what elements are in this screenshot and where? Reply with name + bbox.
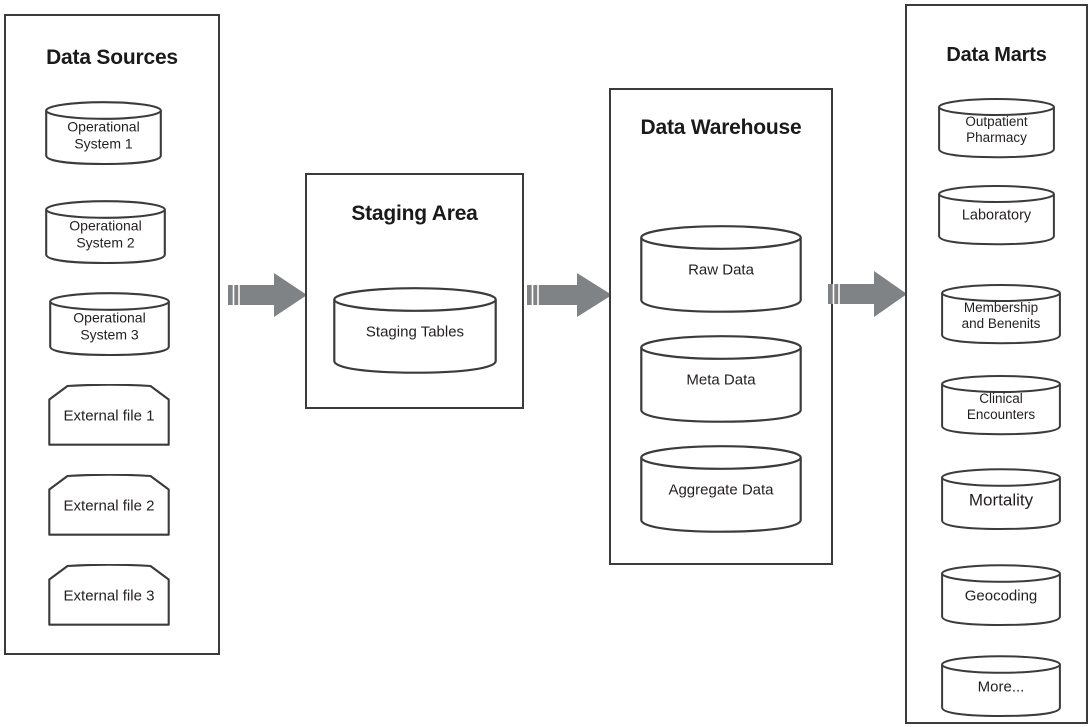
db-label: Meta Data (686, 371, 756, 389)
cylinder-icon (45, 200, 166, 265)
db-label: Membership and Benenits (961, 300, 1041, 332)
db-label: Operational System 2 (69, 217, 142, 251)
db-label: Mortality (968, 490, 1034, 510)
cylinder-icon (640, 225, 802, 313)
cylinder-icon (333, 287, 497, 374)
cylinder-icon (938, 98, 1055, 159)
db-label: Raw Data (688, 261, 754, 279)
staging-area-title: Staging Area (351, 202, 478, 225)
db-clinical-encounters[interactable]: Clinical Encounters (940, 374, 1062, 436)
db-label: Outpatient Pharmacy (965, 114, 1028, 146)
document-icon (48, 564, 170, 626)
document-icon (48, 384, 170, 446)
cylinder-icon (938, 185, 1055, 246)
file-label: External file 3 (63, 587, 155, 605)
db-more[interactable]: More... (940, 654, 1062, 718)
cylinder-icon (941, 655, 1061, 717)
data-warehouse-title: Data Warehouse (640, 116, 802, 139)
db-staging-tables[interactable]: Staging Tables (332, 286, 498, 375)
cylinder-icon (640, 445, 802, 533)
db-geocoding[interactable]: Geocoding (940, 563, 1062, 627)
data-sources-title: Data Sources (46, 46, 178, 69)
db-label: Laboratory (961, 207, 1032, 224)
cylinder-icon (45, 101, 162, 166)
db-operational-system-3[interactable]: Operational System 3 (48, 291, 171, 357)
arrow-sources-to-staging (228, 271, 308, 319)
file-external-file-2[interactable]: External file 2 (48, 474, 170, 536)
cylinder-icon (49, 292, 170, 357)
db-label: Operational System 3 (73, 309, 146, 343)
db-operational-system-2[interactable]: Operational System 2 (44, 199, 167, 265)
db-outpatient-pharmacy[interactable]: Outpatient Pharmacy (937, 97, 1056, 159)
db-operational-system-1[interactable]: Operational System 1 (44, 100, 163, 166)
db-label: Staging Tables (365, 322, 465, 340)
cylinder-icon (941, 284, 1061, 345)
data-marts-title: Data Marts (946, 44, 1047, 66)
cylinder-icon (941, 468, 1061, 530)
cylinder-icon (640, 335, 802, 423)
db-label: More... (977, 678, 1025, 696)
db-meta-data[interactable]: Meta Data (639, 334, 803, 424)
db-label: Operational System 1 (67, 118, 140, 152)
db-label: Clinical Encounters (966, 391, 1036, 423)
arrow-warehouse-to-marts (828, 269, 908, 319)
cylinder-icon (941, 375, 1061, 436)
db-mortality[interactable]: Mortality (940, 467, 1062, 531)
file-external-file-3[interactable]: External file 3 (48, 564, 170, 626)
file-label: External file 1 (63, 407, 155, 425)
db-label: Aggregate Data (668, 481, 774, 499)
arrow-staging-to-warehouse (527, 271, 613, 319)
cylinder-icon (941, 564, 1061, 626)
db-raw-data[interactable]: Raw Data (639, 224, 803, 314)
document-icon (48, 474, 170, 536)
db-aggregate-data[interactable]: Aggregate Data (639, 444, 803, 534)
db-label: Geocoding (964, 587, 1038, 605)
db-membership-and-benefits[interactable]: Membership and Benenits (940, 283, 1062, 345)
file-label: External file 2 (63, 497, 155, 515)
file-external-file-1[interactable]: External file 1 (48, 384, 170, 446)
db-laboratory[interactable]: Laboratory (937, 184, 1056, 246)
